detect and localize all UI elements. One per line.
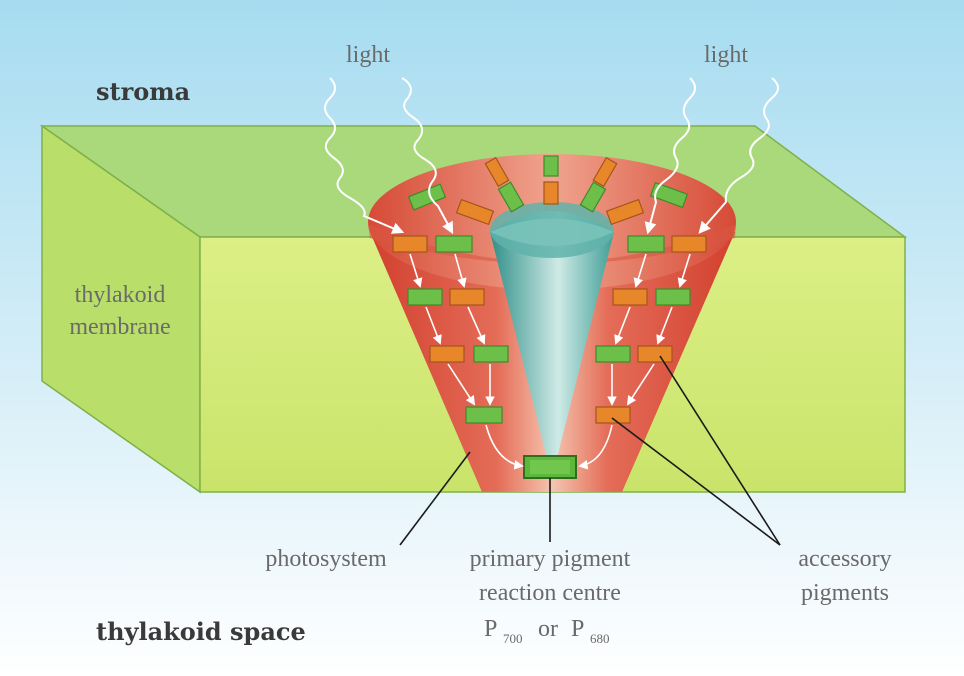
- pigment-green: [579, 181, 607, 213]
- transfer-arrow: [626, 363, 655, 406]
- energy-transfer-arrows: [409, 253, 691, 470]
- light-label-left: light: [346, 42, 390, 68]
- transfer-arrow: [633, 253, 647, 288]
- photosystem-leader: [399, 451, 471, 546]
- transfer-arrow: [677, 253, 691, 288]
- wall-pigments: [392, 235, 707, 424]
- transfer-arrow: [454, 253, 467, 288]
- pigment-orange: [429, 345, 465, 363]
- pigment-green: [473, 345, 509, 363]
- transfer-arrow: [467, 306, 486, 345]
- light-label-right: light: [704, 42, 748, 68]
- p700-or-p680-label: P 700 or P 680: [484, 616, 610, 646]
- reaction-centre-label-line1: primary pigment: [470, 546, 631, 572]
- or-word: or: [538, 616, 558, 642]
- pigment-green: [497, 181, 525, 213]
- light-rays: [324, 77, 779, 235]
- pigment-orange: [449, 288, 485, 306]
- pigment-orange: [592, 156, 618, 188]
- pigment-green: [407, 183, 447, 211]
- pigment-orange: [455, 198, 495, 226]
- light-ray: [698, 77, 779, 234]
- thylakoid-membrane-label-line2: membrane: [69, 314, 170, 340]
- leader-lines: [399, 355, 781, 546]
- accessory-pigments-label-line2: pigments: [801, 580, 889, 606]
- pigment-green: [655, 288, 691, 306]
- p-subscript-680: 680: [590, 631, 610, 646]
- light-ray: [401, 77, 454, 235]
- p-subscript-700: 700: [503, 631, 523, 646]
- pigment-green: [649, 181, 689, 209]
- transfer-arrow: [409, 253, 423, 288]
- accessory-pigments-label-line1: accessory: [798, 546, 891, 572]
- transfer-arrow: [656, 306, 673, 345]
- transfer-arrow: [614, 306, 631, 345]
- pigment-orange: [484, 156, 510, 188]
- light-ray: [324, 77, 405, 234]
- pigment-orange: [637, 345, 673, 363]
- pigment-orange: [392, 235, 428, 253]
- pigment-orange: [612, 288, 648, 306]
- transfer-arrow: [447, 363, 476, 406]
- photosystem-label: photosystem: [265, 546, 387, 572]
- transfer-arrow: [425, 306, 442, 345]
- pigment-orange: [543, 181, 559, 205]
- transfer-arrow: [578, 424, 613, 470]
- pigment-green: [465, 406, 503, 424]
- pigment-orange: [595, 406, 631, 424]
- light-ray: [644, 77, 696, 235]
- accessory-leader-2: [659, 355, 781, 546]
- thylakoid-membrane-label-line1: thylakoid: [75, 282, 166, 308]
- stroma-label: stroma: [96, 77, 190, 106]
- pigment-green: [435, 235, 473, 253]
- thylakoid-space-label: thylakoid space: [96, 617, 306, 646]
- pigment-green: [627, 235, 665, 253]
- pigment-orange: [605, 198, 645, 226]
- rim-pigments: [407, 155, 689, 226]
- p-letter-2: P: [571, 616, 584, 642]
- pigment-orange: [671, 235, 707, 253]
- pigment-green: [543, 155, 559, 177]
- p-letter-1: P: [484, 616, 497, 642]
- pigment-green: [407, 288, 443, 306]
- funnel-rim-lower: [368, 224, 736, 264]
- accessory-leader-1: [611, 417, 781, 546]
- reaction-centre-label-line2: reaction centre: [479, 580, 621, 606]
- reaction-core: [490, 211, 614, 462]
- pigment-green: [595, 345, 631, 363]
- transfer-arrow: [485, 424, 524, 470]
